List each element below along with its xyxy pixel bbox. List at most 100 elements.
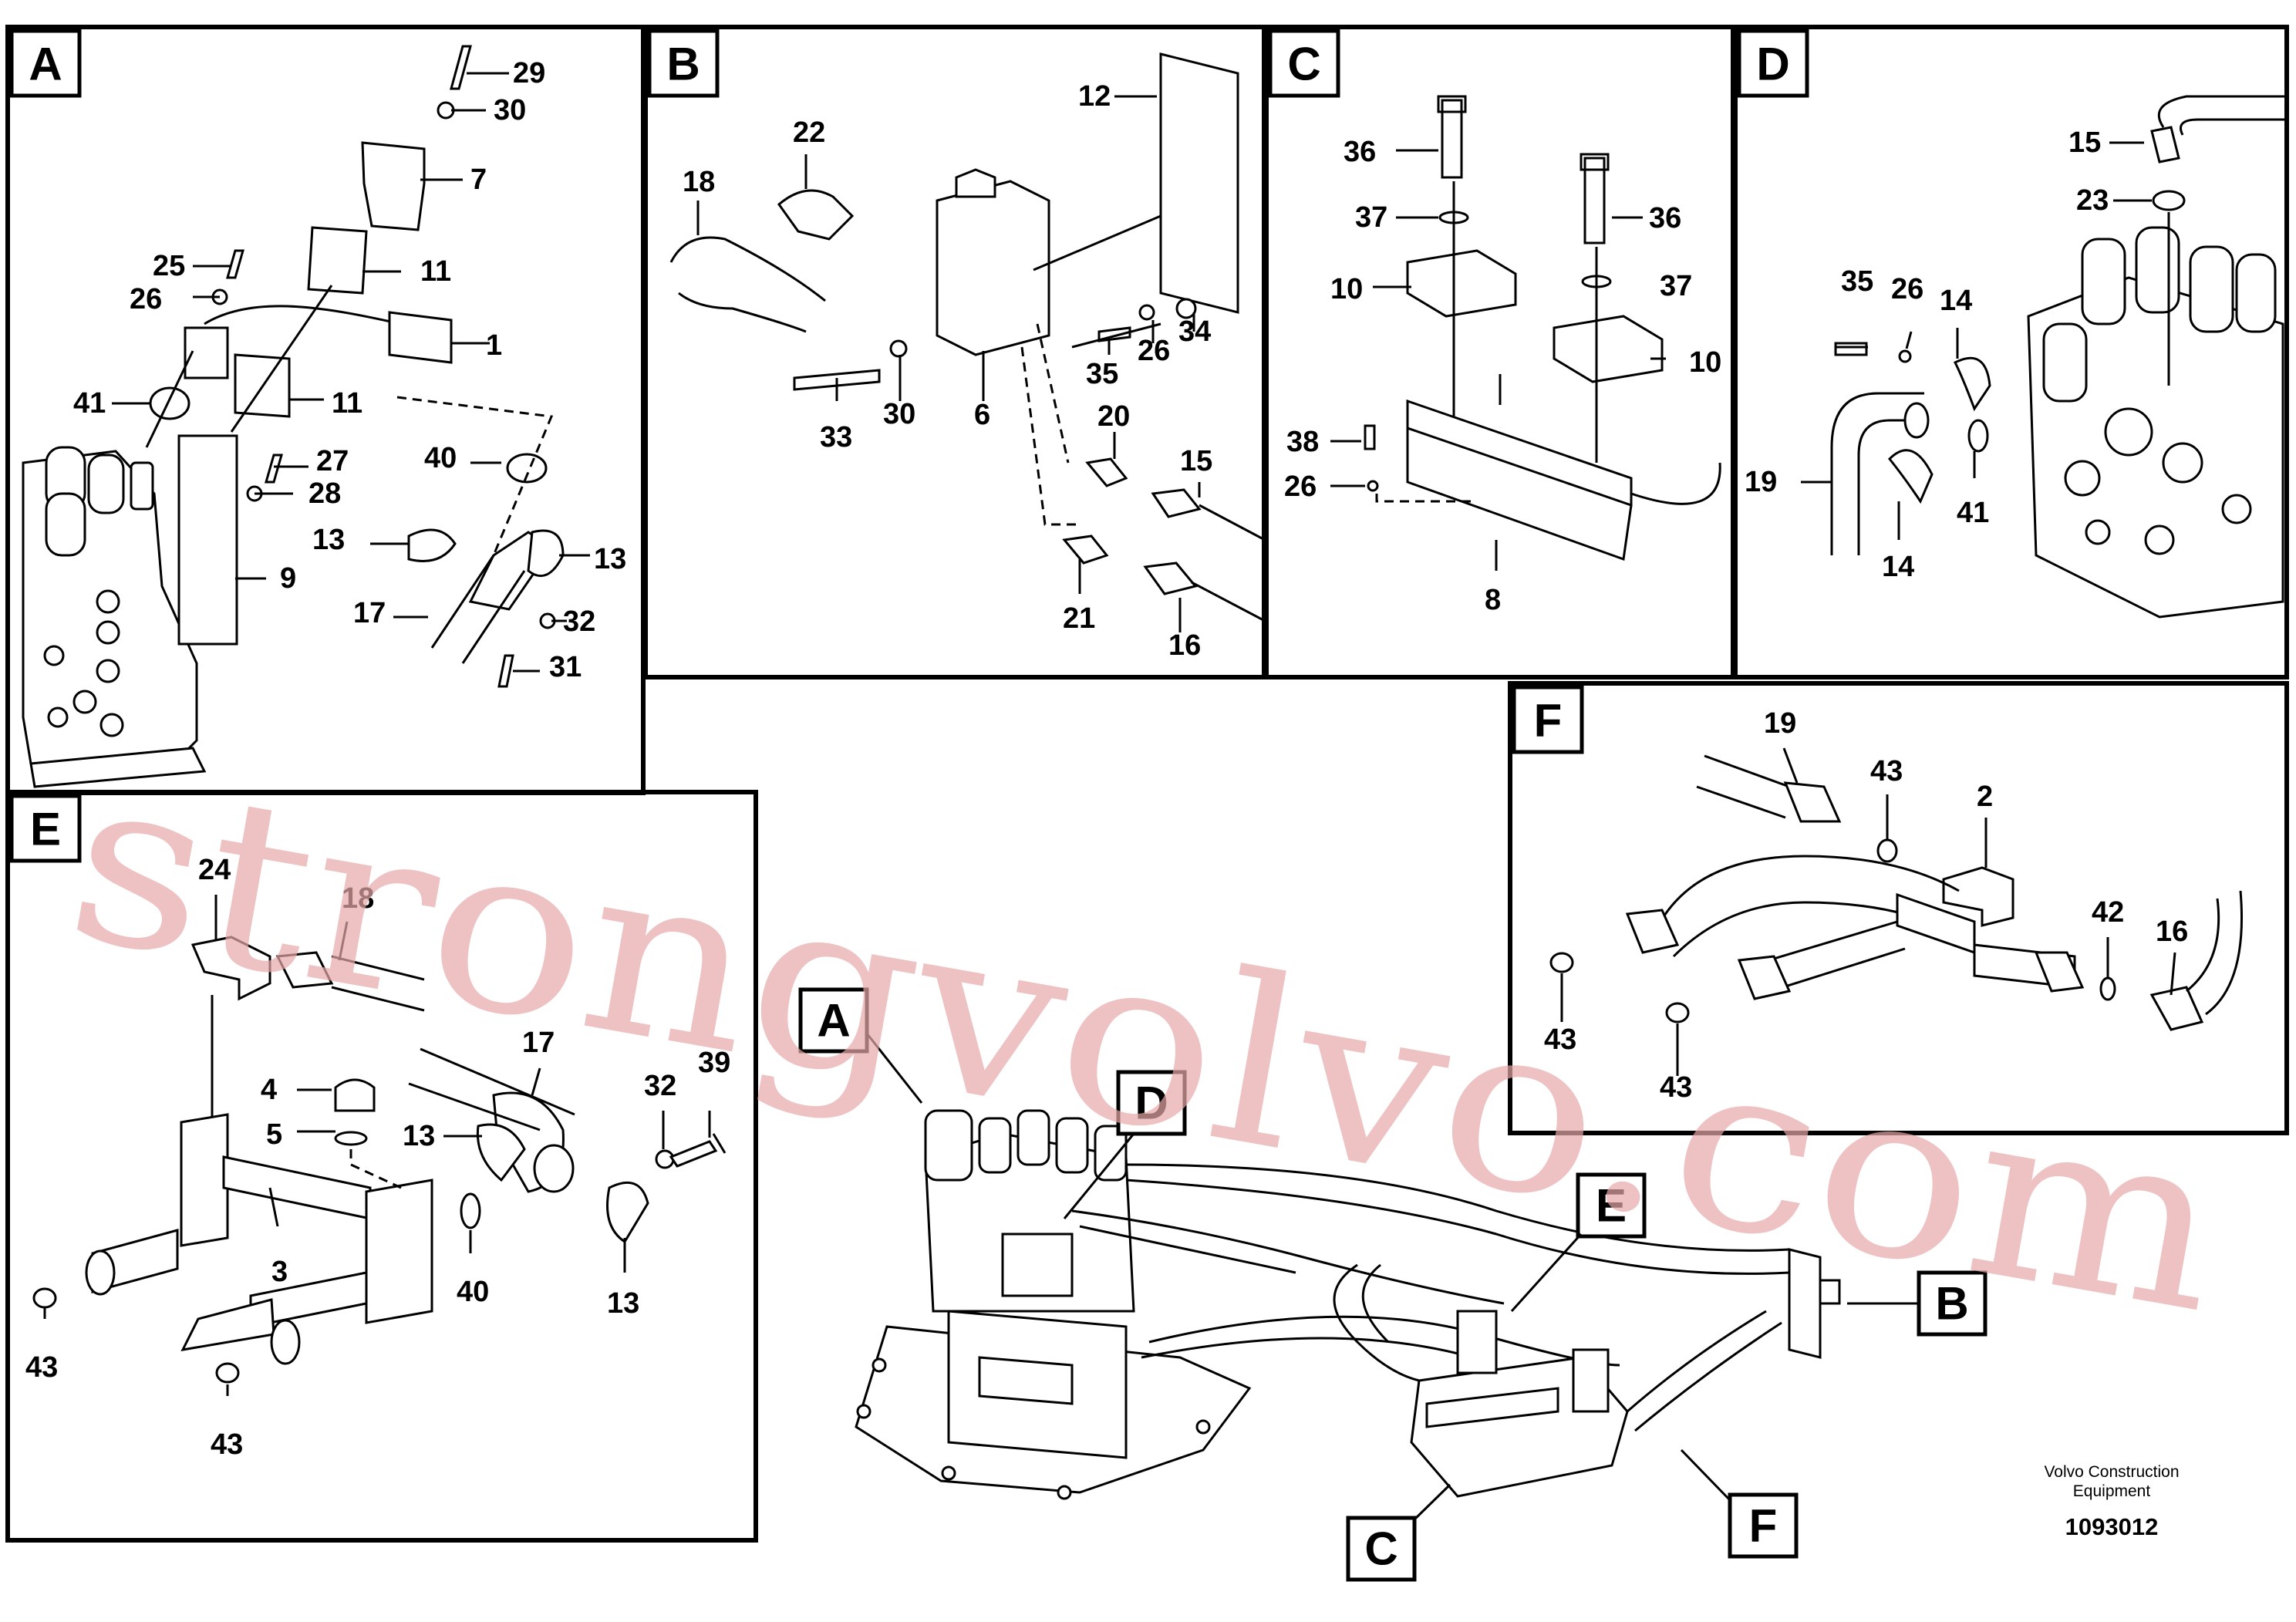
callout-e-39: 39 bbox=[698, 1047, 730, 1079]
callout-c-10-right: 10 bbox=[1689, 346, 1721, 379]
callout-f-43-left: 43 bbox=[1544, 1023, 1576, 1056]
panel-e: E 24 18 17 4 5 13 32 39 3 4 bbox=[5, 790, 758, 1543]
panel-a-plate-9 bbox=[177, 434, 238, 646]
drawing-number: 1093012 bbox=[2065, 1513, 2159, 1540]
panel-d: D 15 23 35 26 14 19 bbox=[1733, 25, 2289, 679]
panel-e-washer-32 bbox=[655, 1149, 675, 1169]
panel-d-half-flange-14-bottom bbox=[1887, 449, 1934, 504]
panel-a-oring-41 bbox=[149, 386, 190, 420]
callout-b-30: 30 bbox=[883, 398, 915, 430]
overview-tag-e-label: E bbox=[1596, 1180, 1627, 1232]
panel-f-hose-end-16 bbox=[2149, 986, 2204, 1031]
panel-e-hose-18 bbox=[331, 955, 425, 1012]
callout-c-36-right: 36 bbox=[1649, 202, 1681, 234]
panel-e-seal-5 bbox=[334, 1131, 368, 1146]
callout-f-43-bottom: 43 bbox=[1660, 1071, 1692, 1104]
overview-tag-c bbox=[1346, 1516, 1417, 1582]
panel-e-bolt-39 bbox=[669, 1133, 727, 1168]
callout-a-11-top: 11 bbox=[420, 255, 451, 288]
panel-f-fitting-left bbox=[1625, 909, 1680, 954]
callout-c-36-left: 36 bbox=[1344, 136, 1376, 168]
panel-e-tee-right bbox=[365, 1179, 433, 1324]
panel-f-tag bbox=[1512, 685, 1584, 754]
panel-f-frame bbox=[1508, 681, 2289, 1135]
panel-f: F 19 43 2 42 16 43 43 bbox=[1508, 681, 2289, 1135]
panel-f-hose-19 bbox=[1696, 754, 1790, 819]
panel-a-valve-block bbox=[22, 446, 207, 788]
panel-d-hose-19 bbox=[1830, 392, 1924, 555]
overview-tag-d bbox=[1116, 1070, 1187, 1136]
callout-b-15: 15 bbox=[1180, 445, 1212, 477]
overview-tag-f-label: F bbox=[1749, 1500, 1778, 1552]
panel-b-hose-end-15 bbox=[1151, 488, 1202, 518]
panel-a-half-flange-13-left bbox=[407, 528, 457, 562]
panel-d-fitting-15 bbox=[2150, 126, 2180, 164]
panel-b-hose-end-16 bbox=[1143, 561, 1198, 595]
callout-d-35: 35 bbox=[1841, 265, 1873, 298]
panel-a-flange-1 bbox=[388, 311, 453, 364]
callout-d-23: 23 bbox=[2076, 184, 2109, 217]
panel-d-washer-26 bbox=[1898, 349, 1912, 363]
panel-e-oring-43-left bbox=[32, 1287, 57, 1309]
overview-tag-d-label: D bbox=[1135, 1077, 1168, 1129]
callout-e-13-top: 13 bbox=[403, 1120, 435, 1152]
panel-d-bolt-35 bbox=[1834, 342, 1868, 356]
callout-d-26: 26 bbox=[1891, 273, 1923, 305]
overview-tag-b-label: B bbox=[1935, 1278, 1968, 1330]
callout-b-12: 12 bbox=[1078, 80, 1111, 113]
panel-b-hose-18 bbox=[669, 236, 826, 333]
panel-f-oring-43-bottom bbox=[1665, 1002, 1690, 1023]
callout-a-32: 32 bbox=[563, 605, 595, 638]
callout-a-26: 26 bbox=[130, 283, 162, 315]
panel-d-frame bbox=[1733, 25, 2289, 679]
panel-c-clamp-10-right bbox=[1553, 315, 1664, 383]
callout-b-34: 34 bbox=[1178, 315, 1211, 348]
callout-b-33: 33 bbox=[820, 421, 852, 454]
panel-d-hose bbox=[2157, 95, 2287, 136]
panel-c-bracket-8 bbox=[1406, 399, 1633, 561]
panel-a-clamp-11-top bbox=[307, 226, 368, 295]
callout-e-43-left: 43 bbox=[25, 1351, 58, 1384]
panel-e-half-flange-13-bottom bbox=[606, 1181, 649, 1244]
callout-b-35: 35 bbox=[1086, 358, 1118, 390]
panel-f-hose-end-19 bbox=[1783, 781, 1842, 823]
callout-d-41: 41 bbox=[1957, 497, 1989, 529]
panel-c-tag bbox=[1268, 29, 1340, 98]
callout-a-9: 9 bbox=[280, 562, 296, 595]
callout-a-1: 1 bbox=[486, 329, 502, 362]
panel-e-pipe-3 bbox=[222, 1155, 372, 1220]
callout-d-15: 15 bbox=[2068, 126, 2101, 159]
callout-f-42: 42 bbox=[2092, 896, 2124, 929]
callout-e-17: 17 bbox=[522, 1027, 555, 1059]
panel-d-half-flange-14-top bbox=[1953, 356, 1991, 412]
callout-f-2: 2 bbox=[1977, 781, 1993, 813]
panel-c-bolt-36-right bbox=[1580, 153, 1610, 244]
overview-tag-c-label: C bbox=[1364, 1523, 1397, 1575]
callout-b-21: 21 bbox=[1063, 602, 1095, 635]
callout-f-16: 16 bbox=[2156, 916, 2188, 948]
panel-d-tag bbox=[1737, 29, 1809, 98]
panel-e-elbow-24 bbox=[190, 936, 271, 1001]
callout-b-26: 26 bbox=[1138, 335, 1170, 367]
panel-e-plug-4 bbox=[334, 1078, 376, 1112]
callout-a-25: 25 bbox=[153, 250, 185, 282]
panel-b-tag bbox=[647, 29, 720, 98]
callout-b-16: 16 bbox=[1168, 629, 1201, 662]
panel-f-oring-43-top bbox=[1876, 838, 1898, 863]
callout-b-6: 6 bbox=[974, 399, 990, 431]
panel-b-plate-12 bbox=[1159, 52, 1239, 314]
panel-a-label: A bbox=[29, 39, 62, 90]
callout-a-41: 41 bbox=[73, 387, 106, 420]
panel-b-elbow-22 bbox=[777, 189, 855, 241]
panel-f-label: F bbox=[1534, 695, 1563, 747]
panel-e-frame bbox=[5, 790, 758, 1543]
callout-b-18: 18 bbox=[683, 166, 715, 198]
panel-d-valve-block bbox=[2027, 226, 2284, 619]
panel-f-fitting-mid bbox=[1737, 955, 1792, 1000]
panel-b-washer-30 bbox=[889, 339, 908, 358]
panel-d-oring-41 bbox=[1967, 419, 1989, 453]
panel-d-adapter-23 bbox=[2152, 190, 2186, 211]
panel-a-half-flange-13-right bbox=[527, 529, 565, 578]
panel-a-tag bbox=[9, 29, 82, 98]
callout-a-27: 27 bbox=[316, 445, 349, 477]
